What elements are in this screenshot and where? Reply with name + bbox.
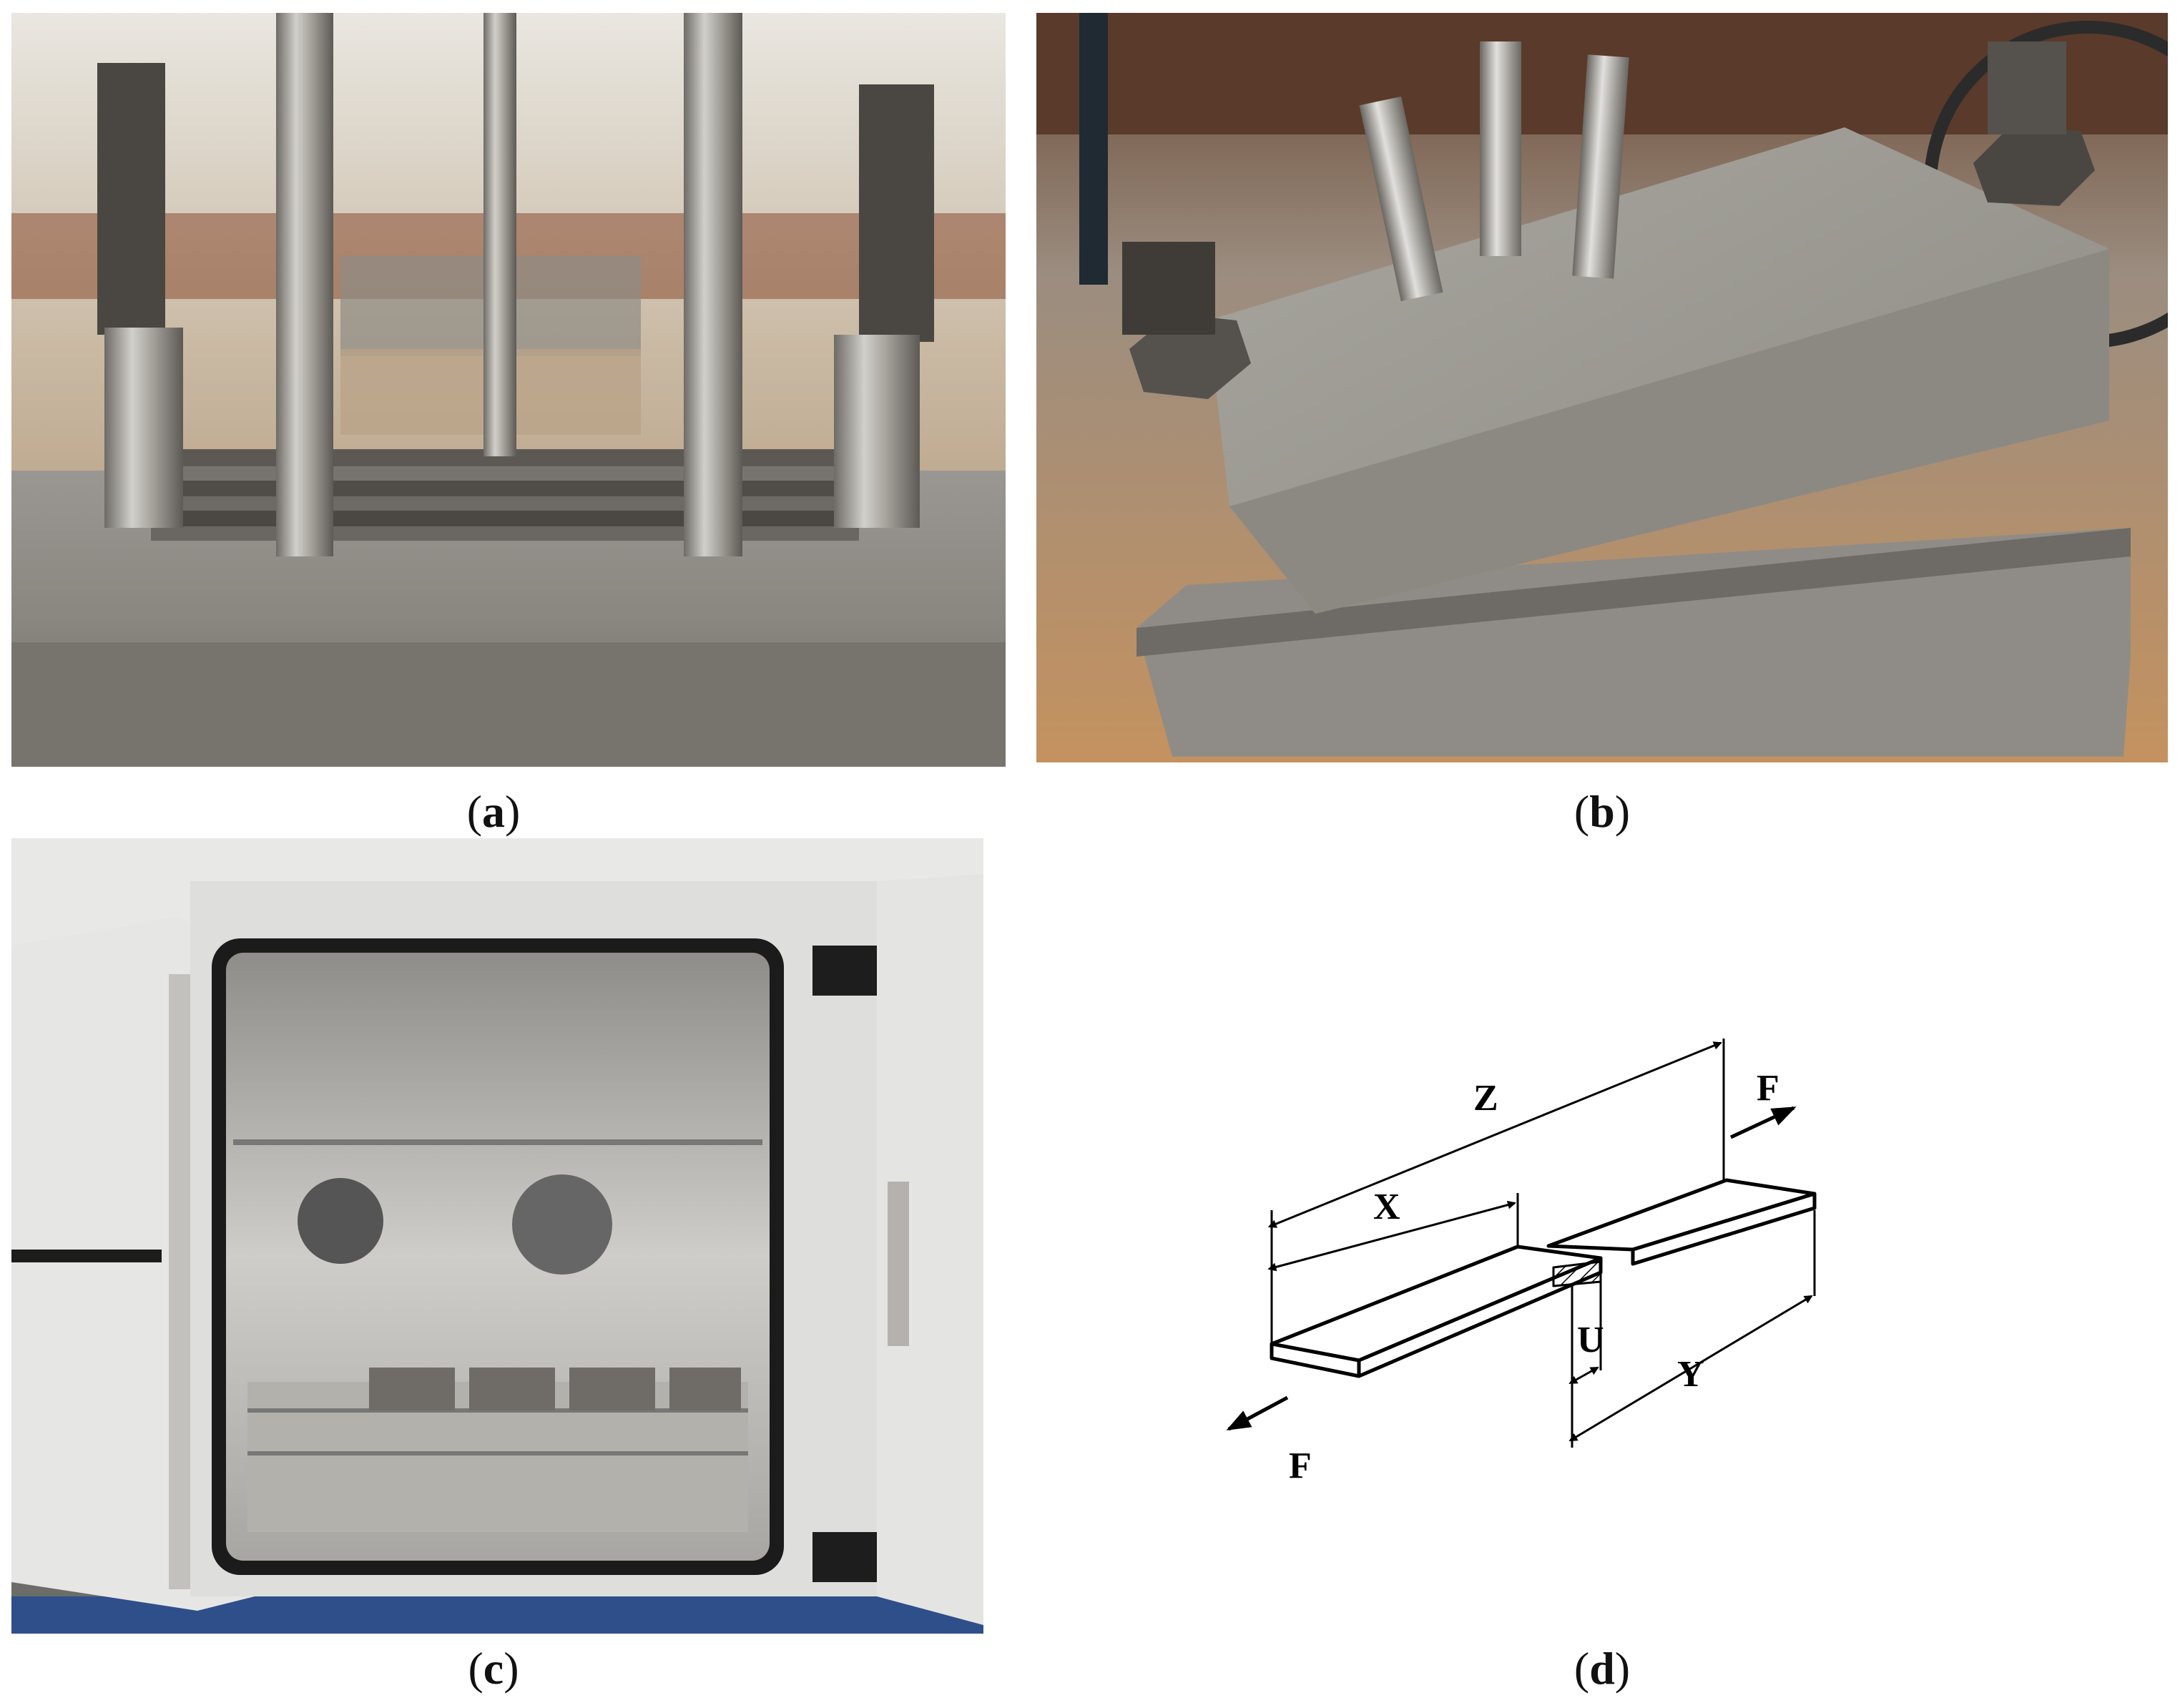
diagram-d-lap-shear: Z X Y U F F bbox=[1016, 838, 2180, 1634]
lap-shear-diagram: Z X Y U F F bbox=[1226, 1039, 1820, 1486]
photo-a-illustration bbox=[11, 13, 1006, 767]
u-dimension bbox=[1568, 1366, 1599, 1384]
caption-b-open: ( bbox=[1573, 786, 1590, 837]
caption-a-open: ( bbox=[466, 786, 482, 837]
label-x: X bbox=[1373, 1187, 1400, 1227]
force-arrow-right bbox=[1729, 1106, 1797, 1139]
photo-c-oven bbox=[11, 838, 983, 1634]
caption-b-letter: b bbox=[1589, 786, 1615, 837]
caption-c: (c) bbox=[386, 1642, 601, 1695]
caption-a-close: ) bbox=[505, 786, 521, 837]
caption-d: (d) bbox=[1495, 1642, 1709, 1695]
photo-b-clamped-blocks bbox=[1036, 13, 2168, 762]
label-u: U bbox=[1577, 1320, 1604, 1360]
caption-d-letter: d bbox=[1589, 1643, 1615, 1694]
z-dimension bbox=[1267, 1041, 1722, 1228]
label-f-right: F bbox=[1757, 1068, 1779, 1109]
caption-d-close: ) bbox=[1614, 1643, 1631, 1694]
label-y: Y bbox=[1677, 1354, 1704, 1395]
caption-c-open: ( bbox=[468, 1643, 483, 1694]
dimension-lines bbox=[1267, 1039, 1816, 1448]
caption-a: (a) bbox=[386, 785, 601, 838]
bolt-right bbox=[834, 84, 934, 528]
photo-a-fixture-front bbox=[11, 13, 1006, 767]
label-z: Z bbox=[1473, 1078, 1498, 1119]
photo-b-illustration bbox=[1036, 13, 2168, 762]
force-arrow-left bbox=[1226, 1395, 1289, 1431]
bolt-left bbox=[97, 63, 183, 528]
force-arrows bbox=[1226, 1106, 1797, 1431]
caption-b-close: ) bbox=[1614, 786, 1631, 837]
caption-c-close: ) bbox=[504, 1643, 519, 1694]
photo-c-illustration bbox=[11, 838, 983, 1634]
label-f-left: F bbox=[1289, 1446, 1312, 1486]
x-dimension bbox=[1267, 1200, 1516, 1272]
caption-d-open: ( bbox=[1573, 1643, 1590, 1694]
caption-b: (b) bbox=[1495, 785, 1709, 838]
caption-a-letter: a bbox=[482, 786, 505, 837]
specimen bbox=[1270, 1178, 1820, 1378]
caption-c-letter: c bbox=[483, 1643, 504, 1694]
y-dimension bbox=[1568, 1295, 1813, 1442]
